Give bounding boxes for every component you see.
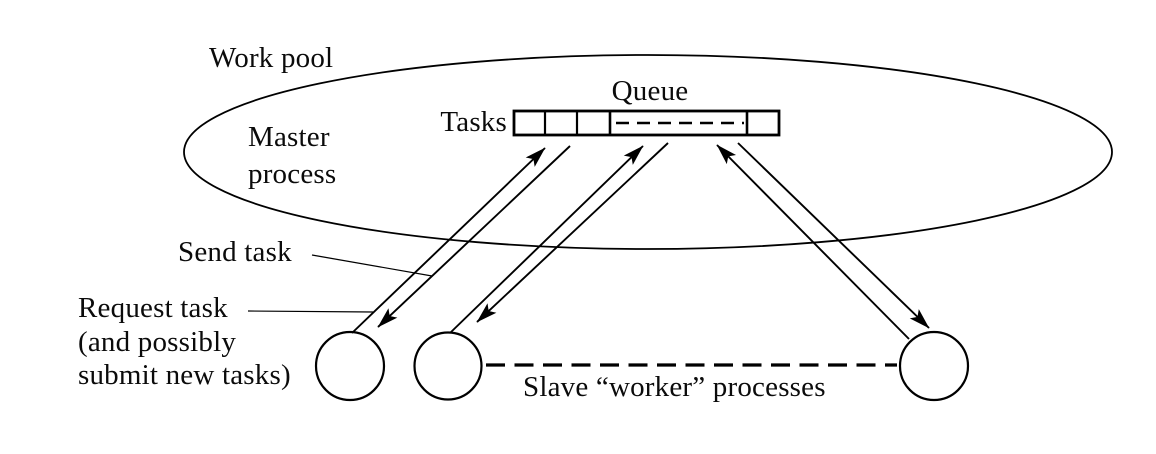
request-task-label: Request task (and possibly submit new ta… <box>78 292 291 391</box>
work-pool-label: Work pool <box>209 42 334 74</box>
queue-box <box>512 109 781 137</box>
send-task-label: Send task <box>178 236 292 268</box>
worker-circle-2 <box>413 331 483 401</box>
slave-workers-label: Slave “worker” processes <box>523 371 826 403</box>
queue-title-label: Queue <box>611 75 689 107</box>
worker-circle-1 <box>314 330 386 402</box>
tasks-label: Tasks <box>440 106 507 138</box>
worker-circle-3 <box>898 330 970 402</box>
send-task-arrow-worker-3 <box>737 142 930 329</box>
request-task-arrow-worker-1 <box>351 147 546 334</box>
request-task-arrow-worker-2 <box>449 145 644 334</box>
task-queue <box>512 109 781 137</box>
send-task-arrow-worker-1 <box>377 145 571 328</box>
master-process-label: Master process <box>248 121 337 190</box>
request-task-arrow-worker-3 <box>716 144 910 340</box>
send-task-leader-line <box>311 254 433 277</box>
send-task-arrow-worker-2 <box>476 142 669 323</box>
request-task-leader-line <box>247 310 374 313</box>
work-pool-ellipse <box>183 54 1113 250</box>
